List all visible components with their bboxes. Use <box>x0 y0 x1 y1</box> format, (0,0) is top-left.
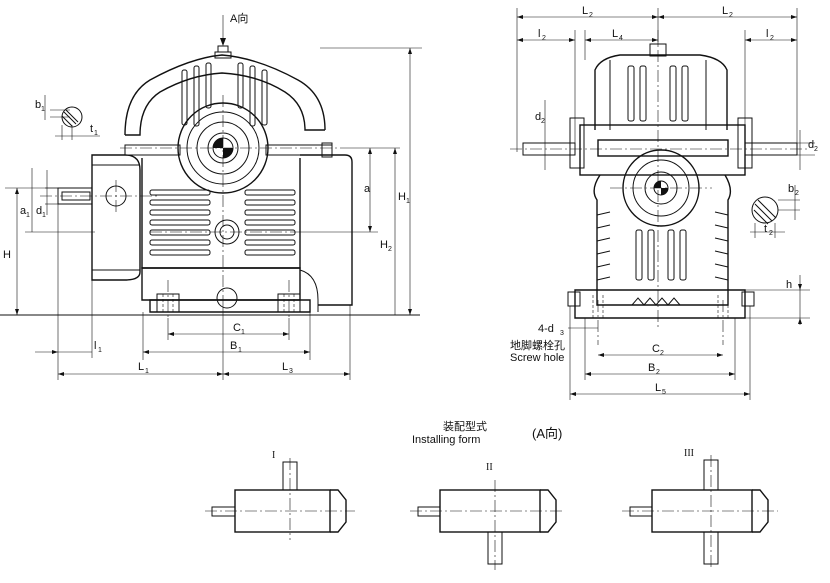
key-detail-side: b 2 t 2 <box>750 183 800 238</box>
dim-C1: C <box>233 322 241 334</box>
installing-form-title-cn: 装配型式 <box>443 419 487 433</box>
svg-text:1: 1 <box>98 347 102 354</box>
svg-text:1: 1 <box>145 368 149 375</box>
dim-d1: d <box>36 205 42 217</box>
dim-t2: t <box>764 223 767 235</box>
dim-b2: b <box>788 183 794 195</box>
dim-B1: B <box>230 340 237 352</box>
svg-text:2: 2 <box>660 350 664 357</box>
form-2: II <box>410 462 565 570</box>
dim-l1: l <box>94 340 96 352</box>
svg-text:2: 2 <box>541 118 545 125</box>
bolt-spec: 4-d <box>538 323 554 335</box>
cooling-ribs <box>149 189 296 256</box>
form-1-label: I <box>272 450 275 461</box>
dim-a1: a <box>20 205 27 217</box>
svg-text:1: 1 <box>26 212 30 219</box>
svg-text:1: 1 <box>42 212 46 219</box>
dim-b1: b <box>35 99 41 111</box>
dim-L2-right: L <box>722 5 728 17</box>
installing-form-direction: (A向) <box>532 426 562 441</box>
dim-a: a <box>364 183 371 195</box>
dim-B2: B <box>648 362 655 374</box>
svg-text:2: 2 <box>388 246 392 253</box>
svg-text:3: 3 <box>560 330 564 337</box>
form-3-label: III <box>684 448 694 459</box>
svg-text:2: 2 <box>770 35 774 42</box>
svg-text:2: 2 <box>814 146 818 153</box>
dim-d2-right: d <box>808 139 814 151</box>
dim-L2-left: L <box>582 5 588 17</box>
svg-text:1: 1 <box>94 130 98 137</box>
bolt-label-en: Screw hole <box>510 352 564 364</box>
dim-L4: L <box>612 28 618 40</box>
svg-text:2: 2 <box>656 369 660 376</box>
svg-text:2: 2 <box>795 190 799 197</box>
svg-text:2: 2 <box>729 12 733 19</box>
dim-L3: L <box>282 361 288 373</box>
a-direction-label: A向 <box>230 11 248 25</box>
svg-text:2: 2 <box>542 35 546 42</box>
svg-text:4: 4 <box>619 35 623 42</box>
dim-L1: L <box>138 361 144 373</box>
dim-L5: L <box>655 382 661 394</box>
installing-form-title-en: Installing form <box>412 434 480 446</box>
dim-H1: H <box>398 191 406 203</box>
bolt-label-cn: 地脚螺栓孔 <box>510 338 565 352</box>
svg-text:1: 1 <box>238 347 242 354</box>
key-detail-front: b 1 t 1 <box>35 95 100 140</box>
installing-form: 装配型式 Installing form (A向) I II III <box>205 419 778 570</box>
form-2-label: II <box>486 462 493 473</box>
dim-H: H <box>3 249 11 261</box>
svg-text:2: 2 <box>769 230 773 237</box>
dim-d2-left: d <box>535 111 541 123</box>
side-fins <box>596 211 729 281</box>
dim-h: h <box>786 279 792 291</box>
dim-t1: t <box>90 123 93 135</box>
svg-text:3: 3 <box>289 368 293 375</box>
front-view: A向 b 1 t 1 H a 1 d 1 <box>0 11 422 380</box>
svg-text:5: 5 <box>662 389 666 396</box>
form-1: I <box>205 450 355 540</box>
svg-text:1: 1 <box>241 329 245 336</box>
dim-l2-right: l <box>766 28 768 40</box>
svg-text:2: 2 <box>589 12 593 19</box>
form-3: III <box>622 448 778 570</box>
svg-text:1: 1 <box>406 198 410 205</box>
svg-text:1: 1 <box>41 106 45 113</box>
side-view: L 2 L 2 l 2 L 4 l 2 <box>510 5 818 400</box>
dim-C2: C <box>652 343 660 355</box>
dim-l2-left: l <box>538 28 540 40</box>
dim-H2: H <box>380 239 388 251</box>
